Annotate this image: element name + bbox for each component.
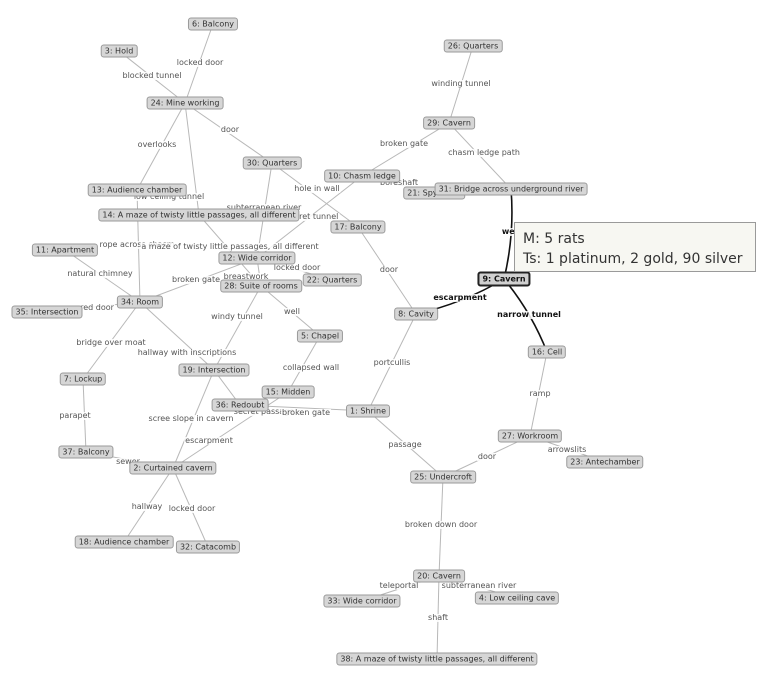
- edge-label-26-29: winding tunnel: [430, 79, 492, 88]
- node-16-cell[interactable]: 16: Cell: [527, 345, 567, 359]
- edge-label-16-27: ramp: [528, 389, 552, 398]
- edge-label-5-15: collapsed wall: [281, 363, 341, 372]
- edge-label-37-2: sewer: [115, 457, 141, 466]
- node-36-redoubt[interactable]: 36: Redoubt: [211, 398, 269, 412]
- edge-label-24-13: overlooks: [136, 140, 178, 149]
- edge-label-20-4: subterranean river: [440, 581, 518, 590]
- tooltip-treasure: Ts: 1 platinum, 2 gold, 90 silver: [523, 251, 743, 267]
- node-29-cavern[interactable]: 29: Cavern: [423, 116, 475, 130]
- node-3-hold[interactable]: 3: Hold: [100, 44, 138, 58]
- edge-label-10-12: secret tunnel: [284, 212, 340, 221]
- edge-label-12-22: locked door: [272, 263, 322, 272]
- node-4-low-ceiling-cave[interactable]: 4: Low ceiling cave: [474, 591, 560, 605]
- node-12-wide-corridor[interactable]: 12: Wide corridor: [218, 251, 296, 265]
- edge-label-13-34: rope across chasm: [98, 240, 176, 249]
- node-15-midden[interactable]: 15: Midden: [261, 385, 315, 399]
- edge-label-34-19: hallway with inscriptions: [136, 348, 238, 357]
- edge-label-7-37: parapet: [58, 411, 92, 420]
- edge-label-20-33: teleportal: [378, 581, 420, 590]
- node-37-balcony[interactable]: 37: Balcony: [58, 445, 114, 459]
- edge-label-30-17: hole in wall: [293, 184, 341, 193]
- edge-label-24-14: low ceiling tunnel: [132, 192, 206, 201]
- node-9-cavern[interactable]: 9: Cavern: [477, 271, 531, 287]
- edge-label-17-8: door: [378, 265, 400, 274]
- node-11-apartment[interactable]: 11: Apartment: [31, 243, 99, 257]
- edge-label-10-21: boreshaft: [379, 178, 419, 187]
- edge-label-2-32: locked door: [167, 504, 217, 513]
- node-35-intersection[interactable]: 35: Intersection: [11, 305, 83, 319]
- node-19-intersection[interactable]: 19: Intersection: [178, 363, 250, 377]
- edge-15-2: [172, 391, 289, 469]
- edge-30-17: [271, 162, 359, 228]
- node-17-balcony[interactable]: 17: Balcony: [330, 220, 386, 234]
- edge-28-19: [213, 285, 262, 371]
- edge-label-27-25: door: [476, 452, 498, 461]
- node-18-audience-chamber[interactable]: 18: Audience chamber: [74, 535, 174, 549]
- edge-label-11-34: natural chimney: [66, 269, 134, 278]
- edge-label-20-38: shaft: [427, 613, 449, 622]
- node-32-catacomb[interactable]: 32: Catacomb: [175, 540, 241, 554]
- node-7-lockup[interactable]: 7: Lockup: [59, 372, 107, 386]
- edge-label-29-31: chasm ledge path: [447, 148, 521, 157]
- edge-label-34-12: broken gate: [170, 275, 222, 284]
- node-tooltip: M: 5 rats Ts: 1 platinum, 2 gold, 90 sil…: [514, 222, 756, 272]
- node-8-cavity[interactable]: 8: Cavity: [394, 307, 438, 321]
- edge-label-24-30: door: [219, 125, 241, 134]
- node-2-curtained-cavern[interactable]: 2: Curtained cavern: [129, 461, 217, 475]
- node-13-audience-chamber[interactable]: 13: Audience chamber: [87, 183, 187, 197]
- node-31-bridge-across-underground-river[interactable]: 31: Bridge across underground river: [434, 182, 588, 196]
- edge-label-15-2: escarpment: [184, 436, 234, 445]
- edge-label-9-16: narrow tunnel: [496, 310, 562, 319]
- node-24-mine-working[interactable]: 24: Mine working: [146, 96, 224, 110]
- tooltip-monsters: M: 5 rats: [523, 231, 585, 247]
- edge-34-19: [139, 301, 215, 371]
- node-10-chasm-ledge[interactable]: 10: Chasm ledge: [324, 169, 400, 183]
- node-28-suite-of-rooms[interactable]: 28: Suite of rooms: [220, 279, 302, 293]
- node-14-a-maze-of-twisty-little-passages-all-different[interactable]: 14: A maze of twisty little passages, al…: [98, 208, 300, 222]
- edge-label-1-25: passage: [387, 440, 423, 449]
- node-27-workroom[interactable]: 27: Workroom: [497, 429, 563, 443]
- node-30-quarters[interactable]: 30: Quarters: [242, 156, 302, 170]
- node-5-chapel[interactable]: 5: Chapel: [296, 329, 344, 343]
- node-20-cavern[interactable]: 20: Cavern: [413, 569, 465, 583]
- edge-label-29-10: broken gate: [378, 139, 430, 148]
- edge-label-14-28: a maze of twisty little passages, all di…: [140, 242, 320, 251]
- node-26-quarters[interactable]: 26: Quarters: [443, 39, 503, 53]
- edge-29-10: [361, 122, 450, 177]
- node-6-balcony[interactable]: 6: Balcony: [187, 17, 239, 31]
- edge-label-19-36: secret passage: [232, 407, 296, 416]
- edge-label-12-28: breastwork: [222, 272, 270, 281]
- edge-label-27-23: arrowslits: [546, 445, 588, 454]
- node-23-antechamber[interactable]: 23: Antechamber: [566, 455, 644, 469]
- node-25-undercroft[interactable]: 25: Undercroft: [410, 470, 476, 484]
- edge-label-24-3: blocked tunnel: [121, 71, 183, 80]
- node-1-shrine[interactable]: 1: Shrine: [346, 404, 390, 418]
- node-38-a-maze-of-twisty-little-passages-all-different[interactable]: 38: A maze of twisty little passages, al…: [336, 652, 538, 666]
- node-22-quarters[interactable]: 22: Quarters: [302, 273, 362, 287]
- edge-label-2-18: hallway: [130, 502, 164, 511]
- edge-label-19-2: scree slope in cavern: [147, 414, 235, 423]
- edge-label-34-7: bridge over moat: [75, 338, 147, 347]
- edge-label-28-19: windy tunnel: [210, 312, 264, 321]
- edge-label-28-5: well: [283, 307, 301, 316]
- edge-label-9-8: escarpment: [432, 293, 488, 302]
- node-34-room[interactable]: 34: Room: [116, 295, 164, 309]
- edge-label-24-6: locked door: [175, 58, 225, 67]
- edge-label-8-1: portcullis: [372, 358, 412, 367]
- edge-label-31-9: well: [500, 227, 522, 236]
- edge-label-34-35: red door: [79, 303, 115, 312]
- edge-label-30-12: subterranean river: [225, 203, 303, 212]
- edge-label-36-1: broken gate: [280, 408, 332, 417]
- node-33-wide-corridor[interactable]: 33: Wide corridor: [323, 594, 401, 608]
- edge-label-25-20: broken down door: [403, 520, 479, 529]
